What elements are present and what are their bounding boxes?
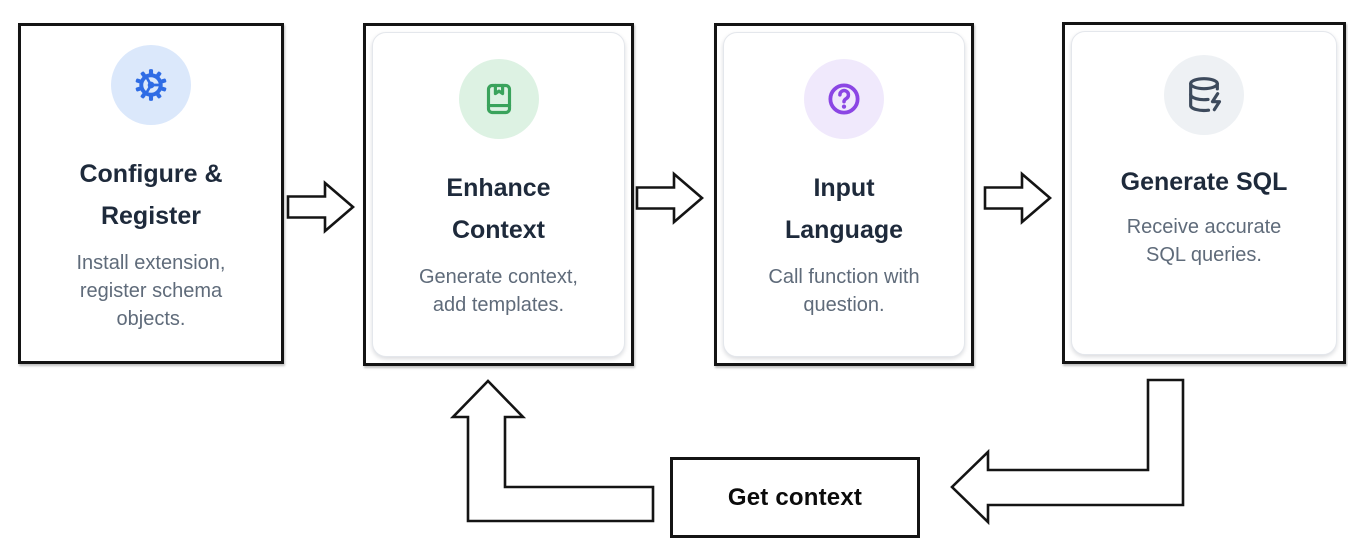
flow-arrow-right-1-icon: [286, 180, 355, 234]
database-zap-icon: [1164, 55, 1244, 135]
title-line: Generate SQL: [1120, 168, 1288, 196]
step-description: Receive accurate SQL queries.: [1127, 213, 1282, 269]
title-line: Language: [784, 216, 904, 244]
step-title: Configure & Register: [79, 153, 222, 237]
card-body: Enhance Context Generate context, add te…: [372, 32, 625, 357]
card-body: Configure & Register Install extension, …: [21, 26, 281, 361]
get-context-box: Get context: [670, 457, 920, 538]
title-line: Enhance: [446, 174, 551, 202]
step-card-generate-sql: Generate SQL Receive accurate SQL querie…: [1062, 22, 1346, 364]
book-bookmark-icon: [458, 59, 539, 139]
step-description: Call function with question.: [768, 263, 919, 319]
desc-line: question.: [803, 294, 885, 316]
title-line: Input: [813, 174, 875, 202]
desc-line: objects.: [116, 308, 186, 330]
step-title: Input Language: [785, 167, 903, 251]
flow-arrow-right-3-icon: [983, 171, 1052, 225]
step-title: Enhance Context: [446, 167, 550, 251]
card-body: Generate SQL Receive accurate SQL querie…: [1071, 31, 1337, 355]
gear-icon: [111, 45, 191, 125]
desc-line: SQL queries.: [1146, 244, 1262, 266]
question-circle-icon: [804, 59, 884, 139]
desc-line: Receive accurate: [1126, 216, 1282, 238]
step-description: Install extension, register schema objec…: [77, 249, 226, 333]
step-card-configure-register: Configure & Register Install extension, …: [18, 23, 284, 364]
desc-line: Call function with: [768, 266, 920, 288]
card-body: Input Language Call function with questi…: [723, 32, 965, 357]
title-line: Configure &: [79, 160, 223, 188]
desc-line: Generate context,: [419, 266, 578, 288]
title-line: Register: [100, 202, 202, 230]
loop-arrow-up-icon: [449, 379, 655, 523]
get-context-label: Get context: [727, 483, 863, 511]
desc-line: register schema: [79, 280, 223, 302]
flow-arrow-right-2-icon: [635, 171, 704, 225]
title-line: Context: [451, 216, 546, 244]
desc-line: add templates.: [432, 294, 565, 316]
desc-line: Install extension,: [76, 252, 226, 274]
step-card-input-language: Input Language Call function with questi…: [714, 23, 974, 366]
step-card-enhance-context: Enhance Context Generate context, add te…: [363, 23, 634, 366]
step-description: Generate context, add templates.: [419, 263, 578, 319]
step-title: Generate SQL: [1121, 161, 1288, 203]
loop-arrow-from-sql-icon: [950, 378, 1185, 526]
